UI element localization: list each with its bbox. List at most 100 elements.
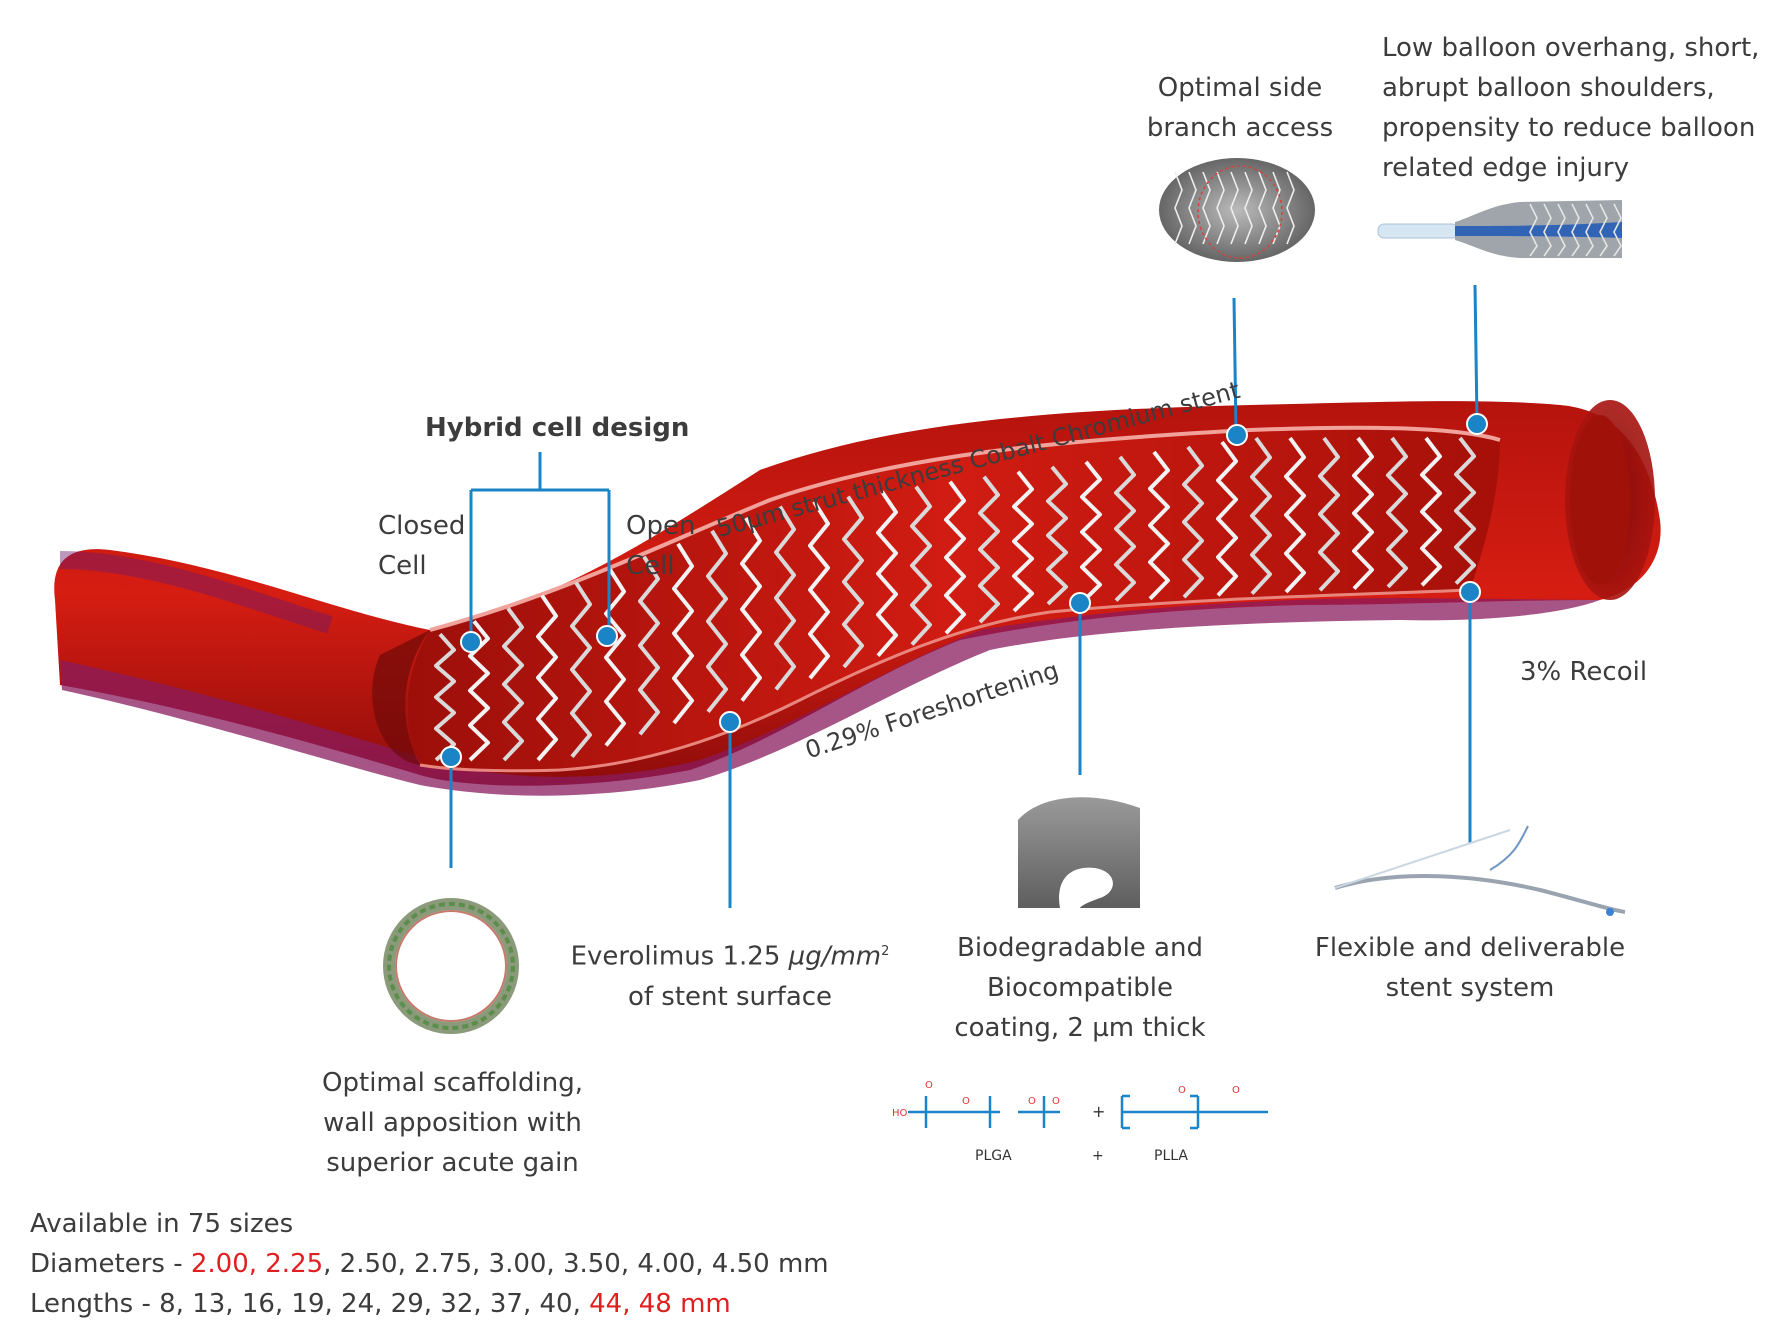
stent-strut — [604, 568, 626, 747]
balloon-strut — [1543, 203, 1552, 257]
balloon-strut — [1571, 203, 1580, 257]
everolimus-line-1: Everolimus 1.25 µg/mm2 — [560, 932, 900, 977]
dot-recoil — [1459, 581, 1481, 603]
balloon-line-4: related edge injury — [1382, 153, 1629, 183]
stent-strut — [706, 529, 728, 714]
flexible-label: Flexible and deliverable stent system — [1290, 928, 1650, 1008]
open-cell-line-1: Open — [626, 511, 696, 541]
coating-line-1: Biodegradable and — [957, 933, 1203, 963]
scaffolding-line-2: wall apposition with — [323, 1108, 582, 1138]
coating-sem-image — [1018, 797, 1140, 908]
svg-text:O: O — [1178, 1085, 1186, 1096]
stent-strut — [1182, 445, 1204, 599]
lengths-line: Lengths - 8, 13, 16, 19, 24, 29, 32, 37,… — [30, 1284, 731, 1324]
scaffolding-label: Optimal scaffolding, wall apposition wit… — [300, 1063, 605, 1183]
stent-strut — [876, 490, 898, 658]
stent-strut — [1114, 455, 1136, 602]
hybrid-cell-bracket — [469, 452, 611, 640]
open-cell-line-2: Cell — [626, 551, 675, 581]
diameters-rest: , 2.50, 2.75, 3.00, 3.50, 4.00, 4.50 mm — [323, 1249, 829, 1279]
plus-sign: + — [1092, 1102, 1106, 1121]
stent-strut — [434, 632, 456, 762]
stent-strut — [1352, 436, 1374, 590]
delivery-system-image — [1334, 825, 1626, 916]
stent-strut — [978, 475, 1000, 624]
hybrid-cell-title: Hybrid cell design — [425, 413, 690, 443]
svg-text:O: O — [962, 1096, 970, 1107]
side-branch-line-2: branch access — [1146, 113, 1334, 143]
balloon-strut — [1585, 203, 1594, 257]
balloon-strut — [1599, 203, 1608, 257]
lengths-highlight: 44, 48 mm — [589, 1289, 731, 1319]
stent-strut — [944, 480, 966, 635]
chemical-atoms: HO O O O O O O — [892, 1080, 1240, 1119]
stent-strut — [1012, 470, 1034, 613]
stent-strut — [1046, 465, 1068, 606]
everolimus-unit-sup: 2 — [881, 944, 890, 959]
dot-balloon — [1466, 413, 1488, 435]
svg-text:O: O — [925, 1080, 933, 1091]
dot-everolimus — [719, 711, 741, 733]
balloon-line-1: Low balloon overhang, short, — [1382, 33, 1760, 63]
side-branch-strut — [1258, 171, 1267, 245]
available-sizes: Available in 75 sizes — [30, 1209, 294, 1239]
recoil-label: 3% Recoil — [1520, 657, 1648, 687]
side-branch-strut — [1188, 171, 1197, 245]
chemical-structures — [908, 1094, 1268, 1130]
stent-strut — [910, 485, 932, 646]
stent-strut — [468, 620, 490, 762]
dot-open-cell — [596, 625, 618, 647]
side-branch-strut — [1216, 171, 1225, 245]
stent-strut — [638, 555, 660, 736]
stent-strut — [536, 594, 558, 762]
everolimus-value: Everolimus 1.25 — [570, 941, 789, 972]
diameters-highlight: 2.00, 2.25 — [190, 1249, 324, 1279]
stent-strut — [1250, 436, 1272, 596]
svg-text:O: O — [1028, 1096, 1036, 1107]
callout-lines — [449, 284, 1479, 908]
side-branch-strut — [1286, 171, 1295, 245]
closed-cell-label: Closed Cell — [378, 506, 465, 586]
diameters-line: Diameters - 2.00, 2.25, 2.50, 2.75, 3.00… — [30, 1244, 829, 1284]
stent-mesh — [434, 436, 1476, 762]
side-branch-strut — [1174, 171, 1183, 245]
stent-strut — [1080, 460, 1102, 604]
side-branch-strut — [1202, 171, 1211, 245]
everolimus-line-2: of stent surface — [627, 981, 833, 1012]
callout-dots — [440, 413, 1488, 768]
stent-strut — [570, 581, 592, 758]
stent-strut — [808, 500, 830, 680]
stent-strut — [1216, 440, 1238, 597]
side-branch-image — [1159, 158, 1315, 262]
dot-side-branch — [1226, 424, 1248, 446]
scaffolding-line-3: superior acute gain — [326, 1148, 579, 1178]
coating-line-3: coating, 2 µm thick — [954, 1013, 1206, 1043]
diameters-prefix: Diameters - — [30, 1249, 191, 1279]
stent-strut — [1386, 436, 1408, 589]
cross-section-image — [383, 898, 519, 1034]
side-branch-strut — [1244, 171, 1253, 245]
coating-line-2: Biocompatible — [986, 973, 1174, 1003]
svg-text:O: O — [1052, 1096, 1060, 1107]
open-cell-label: Open Cell — [626, 506, 695, 586]
balloon-image — [1377, 200, 1622, 258]
balloon-line-3: propensity to reduce balloon — [1382, 113, 1756, 143]
dot-scaffolding — [440, 746, 462, 768]
stent-strut — [1420, 436, 1442, 587]
balloon-strut — [1557, 203, 1566, 257]
side-branch-line-1: Optimal side — [1157, 73, 1323, 103]
plga-label: PLGA — [975, 1148, 1012, 1164]
stent-strut — [1454, 436, 1476, 585]
balloon-strut — [1613, 203, 1622, 257]
svg-text:O: O — [1232, 1085, 1240, 1096]
everolimus-unit: µg/mm — [788, 941, 882, 972]
stent-strut — [1284, 436, 1306, 594]
stent-strut — [842, 495, 864, 669]
everolimus-label: Everolimus 1.25 µg/mm2 of stent surface — [560, 932, 900, 1017]
coating-label: Biodegradable and Biocompatible coating,… — [935, 928, 1225, 1048]
balloon-label: Low balloon overhang, short, abrupt ball… — [1382, 28, 1759, 188]
stent-strut — [672, 542, 694, 725]
stent-strut — [774, 505, 796, 691]
side-branch-strut — [1230, 171, 1239, 245]
